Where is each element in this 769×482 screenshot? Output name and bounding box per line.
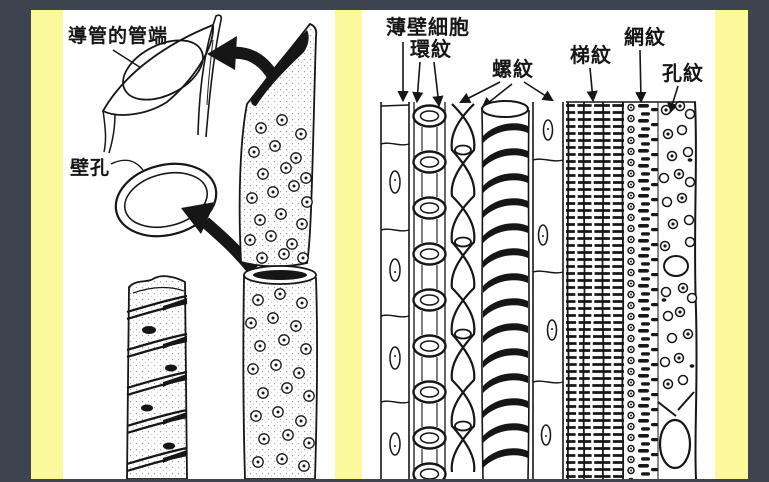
pitted-vessel-upper bbox=[238, 22, 318, 268]
pitted-cell-opening bbox=[663, 255, 689, 277]
open-end-lower bbox=[253, 270, 307, 280]
pitted-vessel-lower bbox=[242, 265, 318, 479]
left-figure-drawing: 導管的管端 壁孔 bbox=[68, 14, 318, 479]
left-figure-panel: 導管的管端 壁孔 bbox=[63, 10, 335, 479]
wall-pit-drawing bbox=[114, 162, 218, 238]
reticulate-column bbox=[625, 102, 659, 479]
annular-label: 環紋 bbox=[410, 37, 452, 61]
pits-upper bbox=[244, 114, 313, 264]
wall-pit-label: 壁孔 bbox=[70, 156, 110, 179]
spiral-shadows bbox=[141, 298, 187, 463]
wall-pit-leader-line bbox=[110, 159, 144, 171]
spiral-vessel-column bbox=[450, 103, 476, 473]
parenchyma-column-right bbox=[532, 102, 564, 479]
tight-coil-column bbox=[481, 100, 530, 479]
vessel-end-drawing bbox=[101, 14, 223, 154]
vessel-end-label: 導管的管端 bbox=[68, 24, 168, 47]
slide-background: 導管的管端 壁孔 bbox=[31, 10, 748, 479]
scalariform-label: 梯紋 bbox=[570, 43, 612, 67]
pitted-label: 孔紋 bbox=[662, 61, 704, 85]
pitted-large-cell bbox=[657, 391, 695, 470]
spiral-vessel-drawing bbox=[126, 275, 188, 479]
right-figure-drawing: 薄壁細胞 環紋 螺紋 梯紋 網紋 孔紋 bbox=[380, 15, 704, 479]
scalariform-column bbox=[566, 101, 625, 479]
reticulate-label: 網紋 bbox=[624, 25, 666, 49]
spiral-label: 螺紋 bbox=[492, 57, 534, 81]
coil-bands bbox=[483, 123, 528, 468]
right-figure-panel: 薄壁細胞 環紋 螺紋 梯紋 網紋 孔紋 bbox=[362, 10, 715, 479]
parenchyma-column-left bbox=[380, 102, 410, 479]
open-end-slit bbox=[251, 30, 309, 106]
pit-dots-lower bbox=[249, 292, 311, 468]
pit-dots-upper bbox=[248, 118, 309, 260]
annular-vessel-column bbox=[412, 102, 447, 479]
parenchyma-label: 薄壁細胞 bbox=[386, 15, 470, 39]
pitted-circle-dots bbox=[661, 104, 695, 386]
pitted-column bbox=[657, 100, 698, 479]
